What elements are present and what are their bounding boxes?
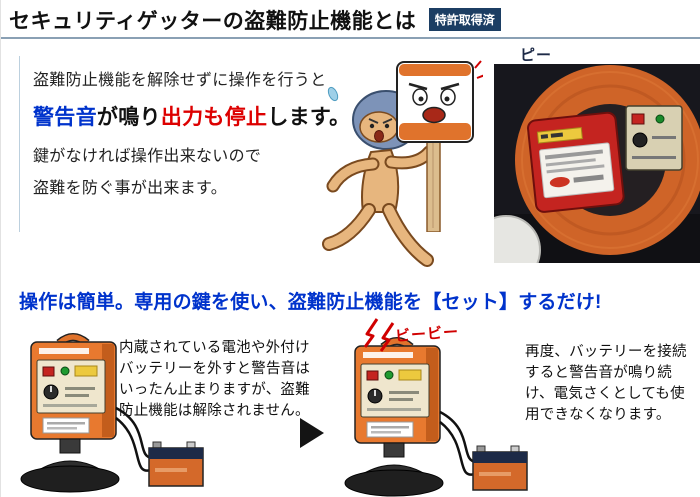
intro-text-block: 盗難防止機能を解除せずに操作を行うと 警告音が鳴り出力も停止します。 鍵がなけれ… (19, 56, 350, 232)
intro-line-3: 鍵がなければ操作出来ないので (33, 148, 262, 165)
alarm-lightning-icon (363, 318, 395, 352)
intro-mid-1: が鳴り (96, 106, 161, 129)
energizer-battery-illustration-right (327, 334, 535, 497)
page-title: セキュリティゲッターの盗難防止機能とは (9, 10, 417, 33)
continuous-beep-text: ビービー (394, 323, 460, 346)
beep-sound-text: ピー (520, 47, 553, 64)
header: セキュリティゲッターの盗難防止機能とは 特許取得済 (9, 5, 699, 35)
intro-line-2: 警告音が鳴り出力も停止します。 (33, 101, 350, 131)
section-headline: 操作は簡単。専用の鍵を使い、盗難防止機能を【セット】するだけ! (19, 292, 602, 313)
next-step-arrow-icon (300, 418, 324, 448)
intro-mid-2: します。 (267, 106, 351, 129)
step-right-text: 再度、バッテリーを接続すると警告音が鳴り続け、電気さくとしても使用できなくなりま… (525, 344, 687, 424)
step-left-text: 内蔵されている電池や外付けバッテリーを外すと警告音はいったん止まりますが、盗難防… (119, 340, 311, 420)
intro-line-4: 盗難を防ぐ事が出来ます。 (33, 180, 228, 197)
patent-badge: 特許取得済 (428, 8, 501, 31)
product-photo (494, 64, 700, 263)
header-divider (1, 37, 700, 39)
output-stop-word: 出力も停止 (160, 106, 268, 129)
product-photo-graphic (494, 64, 700, 263)
alarm-device-illustration (396, 60, 483, 232)
intro-line-1: 盗難防止機能を解除せずに操作を行うと (33, 72, 327, 89)
warning-sound-word: 警告音 (33, 106, 97, 129)
